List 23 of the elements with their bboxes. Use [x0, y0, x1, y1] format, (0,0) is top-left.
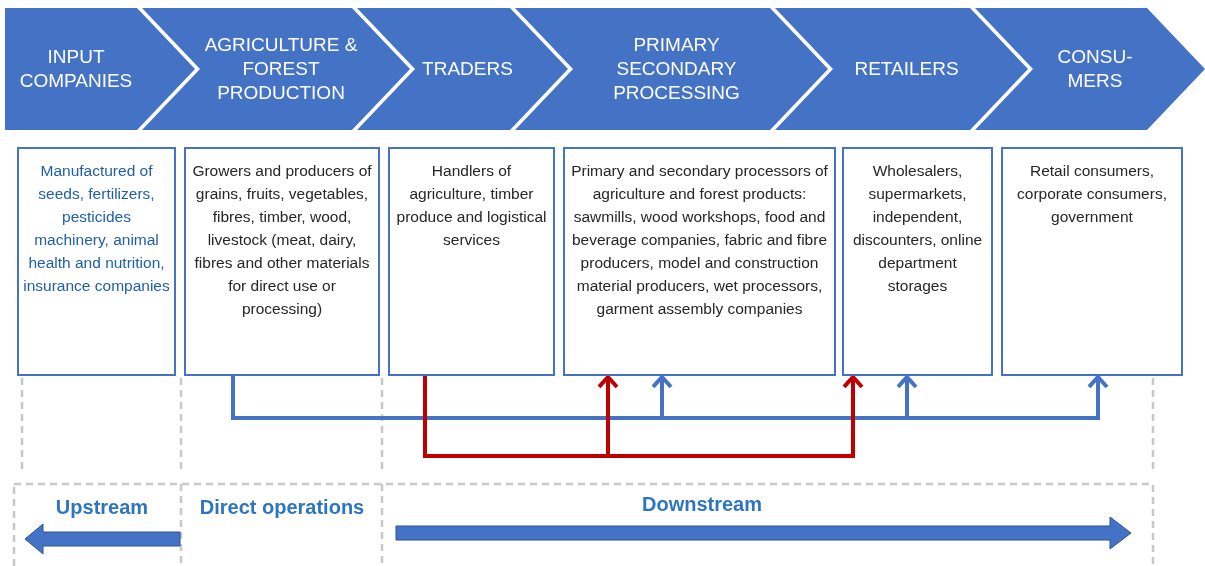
description-box — [388, 147, 555, 376]
stage-title: CONSU- MERS — [1056, 45, 1134, 93]
description-box — [17, 147, 176, 376]
description-box — [1001, 147, 1183, 376]
description-text: Primary and secondary processors of agriculture and forest products: sawmills, wood workshops, food and beverage companies, fabric and fibre producers, model and construction material producers, wet processors, garment assembly companies — [570, 161, 829, 319]
description-box — [563, 147, 836, 376]
zone-label: Upstream — [55, 495, 149, 520]
stage-title: INPUT COMPANIES — [18, 45, 134, 93]
description-text: Retail consumers, corporate consumers, government — [1016, 161, 1168, 227]
flow-connector — [231, 375, 1109, 420]
stage-title: RETAILERS — [854, 57, 959, 81]
flow-connector — [423, 375, 864, 458]
description-text: Wholesalers, supermarkets, independent, discounters, online department storages — [851, 161, 984, 296]
stage-title: PRIMARY SECONDARY PROCESSING — [612, 33, 741, 105]
stage-title: AGRICULTURE & FOREST PRODUCTION — [203, 33, 359, 105]
description-text: Handlers of agriculture, timber produce and logistical services — [395, 161, 548, 250]
description-box — [184, 147, 380, 376]
zone-label: Downstream — [642, 492, 762, 517]
stage-title: TRADERS — [422, 57, 513, 81]
description-text: Manufactured of seeds, fertilizers, pesticides machinery, animal health and nutrition, insurance companies — [23, 161, 170, 296]
description-text: Growers and producers of grains, fruits, vegetables, fibres, timber, wood, livestock (meat, dairy, fibres and other materials for direct use or processing) — [191, 161, 373, 319]
description-box — [842, 147, 993, 376]
zone-label: Direct operations — [199, 495, 365, 520]
